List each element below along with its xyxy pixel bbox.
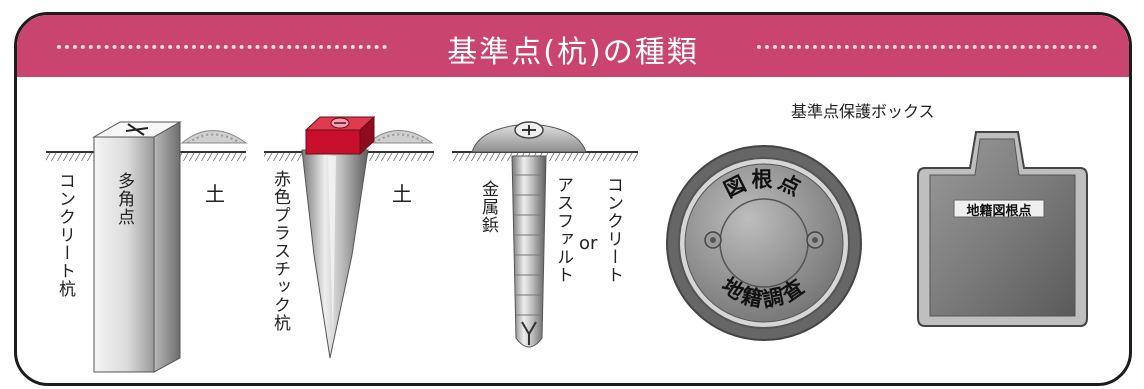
label-protection-box: 基準点保護ボックス xyxy=(791,102,935,121)
plastic-pile-figure xyxy=(264,115,434,359)
concrete-pile-figure xyxy=(46,121,248,373)
label-concrete-pile: コンクリート杭 xyxy=(55,172,75,298)
red-cap xyxy=(305,129,361,155)
header-dots-left xyxy=(57,45,387,49)
label-or: or xyxy=(579,233,598,254)
soil-mound-2 xyxy=(366,130,434,144)
label-metal-rivet: 金属鋲 xyxy=(478,180,498,234)
label-red-plastic-pile: 赤色プラスチック杭 xyxy=(270,170,290,332)
label-polygon-point: 多角点 xyxy=(114,172,134,226)
header-band: 基準点(杭)の種類 xyxy=(17,15,1129,77)
metal-rivet-figure xyxy=(452,121,638,348)
round-cover xyxy=(684,163,844,323)
label-box-plate: 地籍図根点 xyxy=(966,204,1032,219)
box-label-plate xyxy=(953,199,1045,218)
diagram-title: 基準点(杭)の種類 xyxy=(447,35,699,70)
concrete-pile xyxy=(93,136,155,373)
label-soil-2: 土 xyxy=(392,182,412,206)
y-mark-icon xyxy=(521,321,537,345)
label-asphalt: アスファルト xyxy=(553,176,573,284)
box-lid xyxy=(929,138,1076,317)
soil-mound-1 xyxy=(180,130,248,144)
protection-cover-figure xyxy=(666,145,862,341)
protection-box-figure xyxy=(917,131,1088,327)
header-dots-right xyxy=(757,45,1097,49)
label-soil-1: 土 xyxy=(205,182,225,206)
rivet-shaft xyxy=(511,155,547,348)
label-concrete: コンクリート xyxy=(603,176,623,284)
